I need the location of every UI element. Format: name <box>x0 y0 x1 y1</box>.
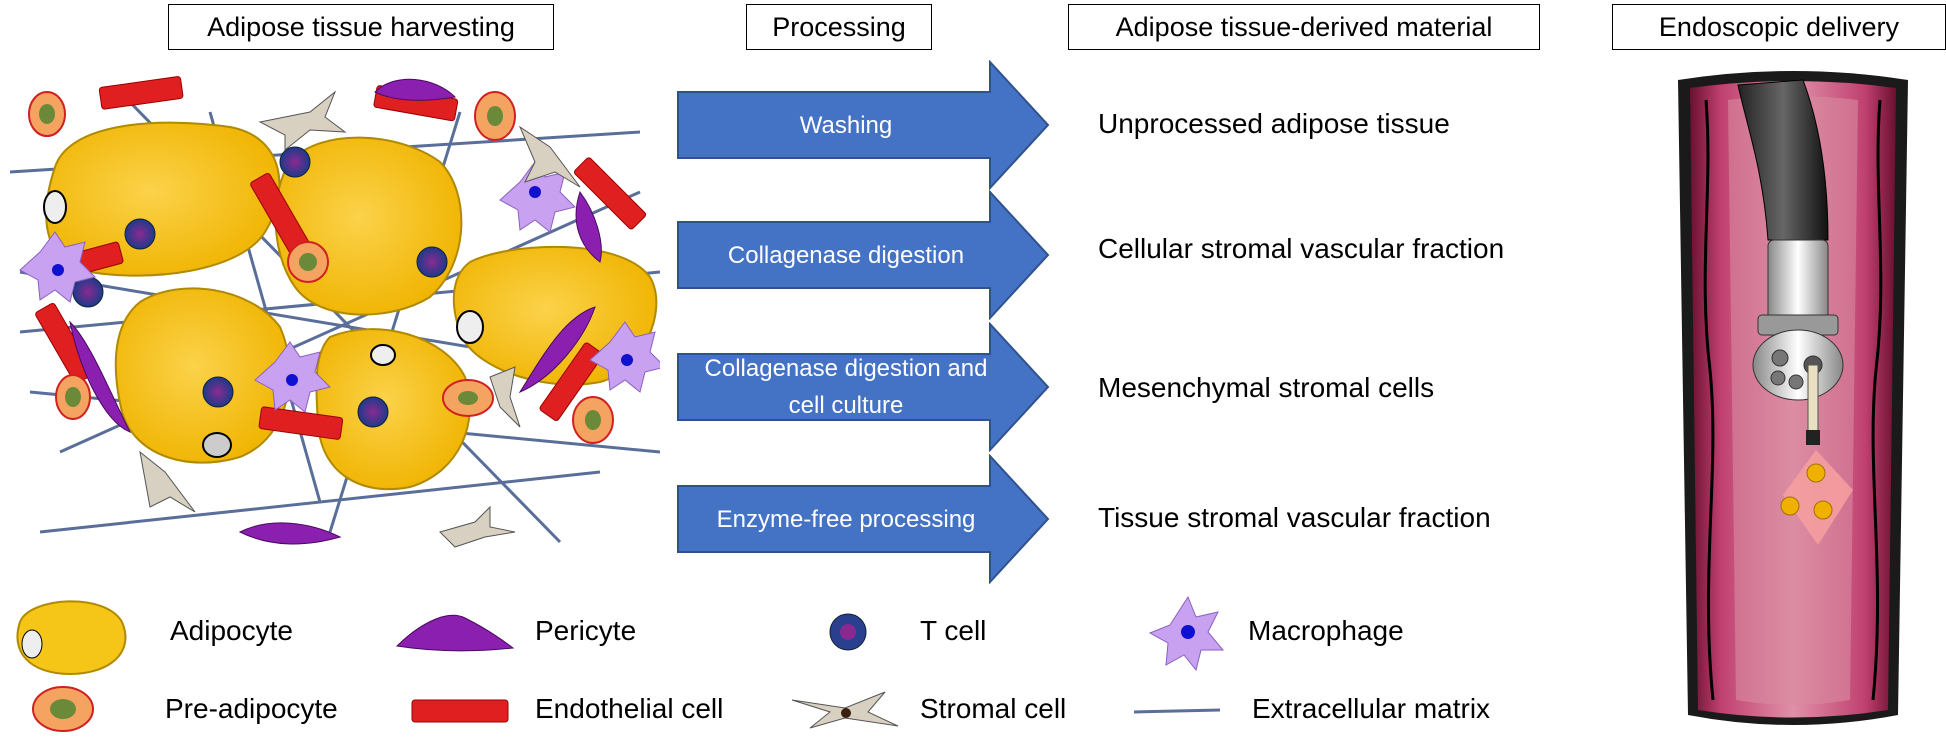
stromal-cells <box>139 90 581 548</box>
processing-arrow-enzyme-free: Enzyme-free processing <box>676 454 1050 584</box>
adipose-tissue-illustration <box>9 76 660 548</box>
arrow-shape <box>677 454 1050 584</box>
stromal-cell-icon <box>791 691 899 729</box>
processing-label: Washing <box>799 111 893 139</box>
legend-label-t-cell: T cell <box>920 615 987 646</box>
adipocyte-icon <box>16 600 127 676</box>
processing-label: Collagenase digestion <box>727 241 965 269</box>
processing-arrow-culture: Collagenase digestion and cell culture <box>676 322 1050 452</box>
legend-label-adipocyte: Adipocyte <box>170 615 293 646</box>
material-tissue-svf: Tissue stromal vascular fraction <box>1098 502 1491 533</box>
material-unprocessed: Unprocessed adipose tissue <box>1098 108 1450 139</box>
pericyte-icon <box>395 614 515 652</box>
legend-label-pre-adipocyte: Pre-adipocyte <box>165 693 338 724</box>
arrow-shape <box>677 60 1050 190</box>
macrophage-icon <box>1148 595 1225 672</box>
legend-label-pericyte: Pericyte <box>535 615 637 646</box>
header-delivery: Endoscopic delivery <box>1612 4 1946 50</box>
legend-label-stromal-cell: Stromal cell <box>920 693 1067 724</box>
cell-clusters <box>1780 463 1833 520</box>
legend-label-endothelial-cell: Endothelial cell <box>535 693 724 724</box>
pericyte-cells <box>69 78 602 545</box>
header-material: Adipose tissue-derived material <box>1068 4 1540 50</box>
endothelial-cell-icon <box>411 699 509 723</box>
legend-label-extracellular-matrix: Extracellular matrix <box>1252 693 1491 724</box>
pre-adipocyte-icon <box>32 686 94 732</box>
material-cellular-svf: Cellular stromal vascular fraction <box>1098 233 1505 264</box>
material-msc: Mesenchymal stromal cells <box>1098 372 1435 403</box>
extracellular-matrix-icon <box>1133 708 1221 714</box>
header-processing: Processing <box>746 4 932 50</box>
endoscope-vessel-illustration <box>1678 71 1908 725</box>
t-cell-icon <box>829 613 867 651</box>
processing-arrow-collagenase: Collagenase digestion <box>676 190 1050 320</box>
processing-label: Enzyme-free processing <box>716 505 976 533</box>
arrow-shape <box>677 190 1050 320</box>
processing-label: Collagenase digestion and cell culture <box>704 355 988 419</box>
header-harvesting: Adipose tissue harvesting <box>168 4 554 50</box>
arrow-shape <box>677 322 1050 452</box>
legend-label-macrophage: Macrophage <box>1248 615 1404 646</box>
t-cells <box>72 146 448 428</box>
processing-arrow-washing: Washing <box>676 60 1050 190</box>
